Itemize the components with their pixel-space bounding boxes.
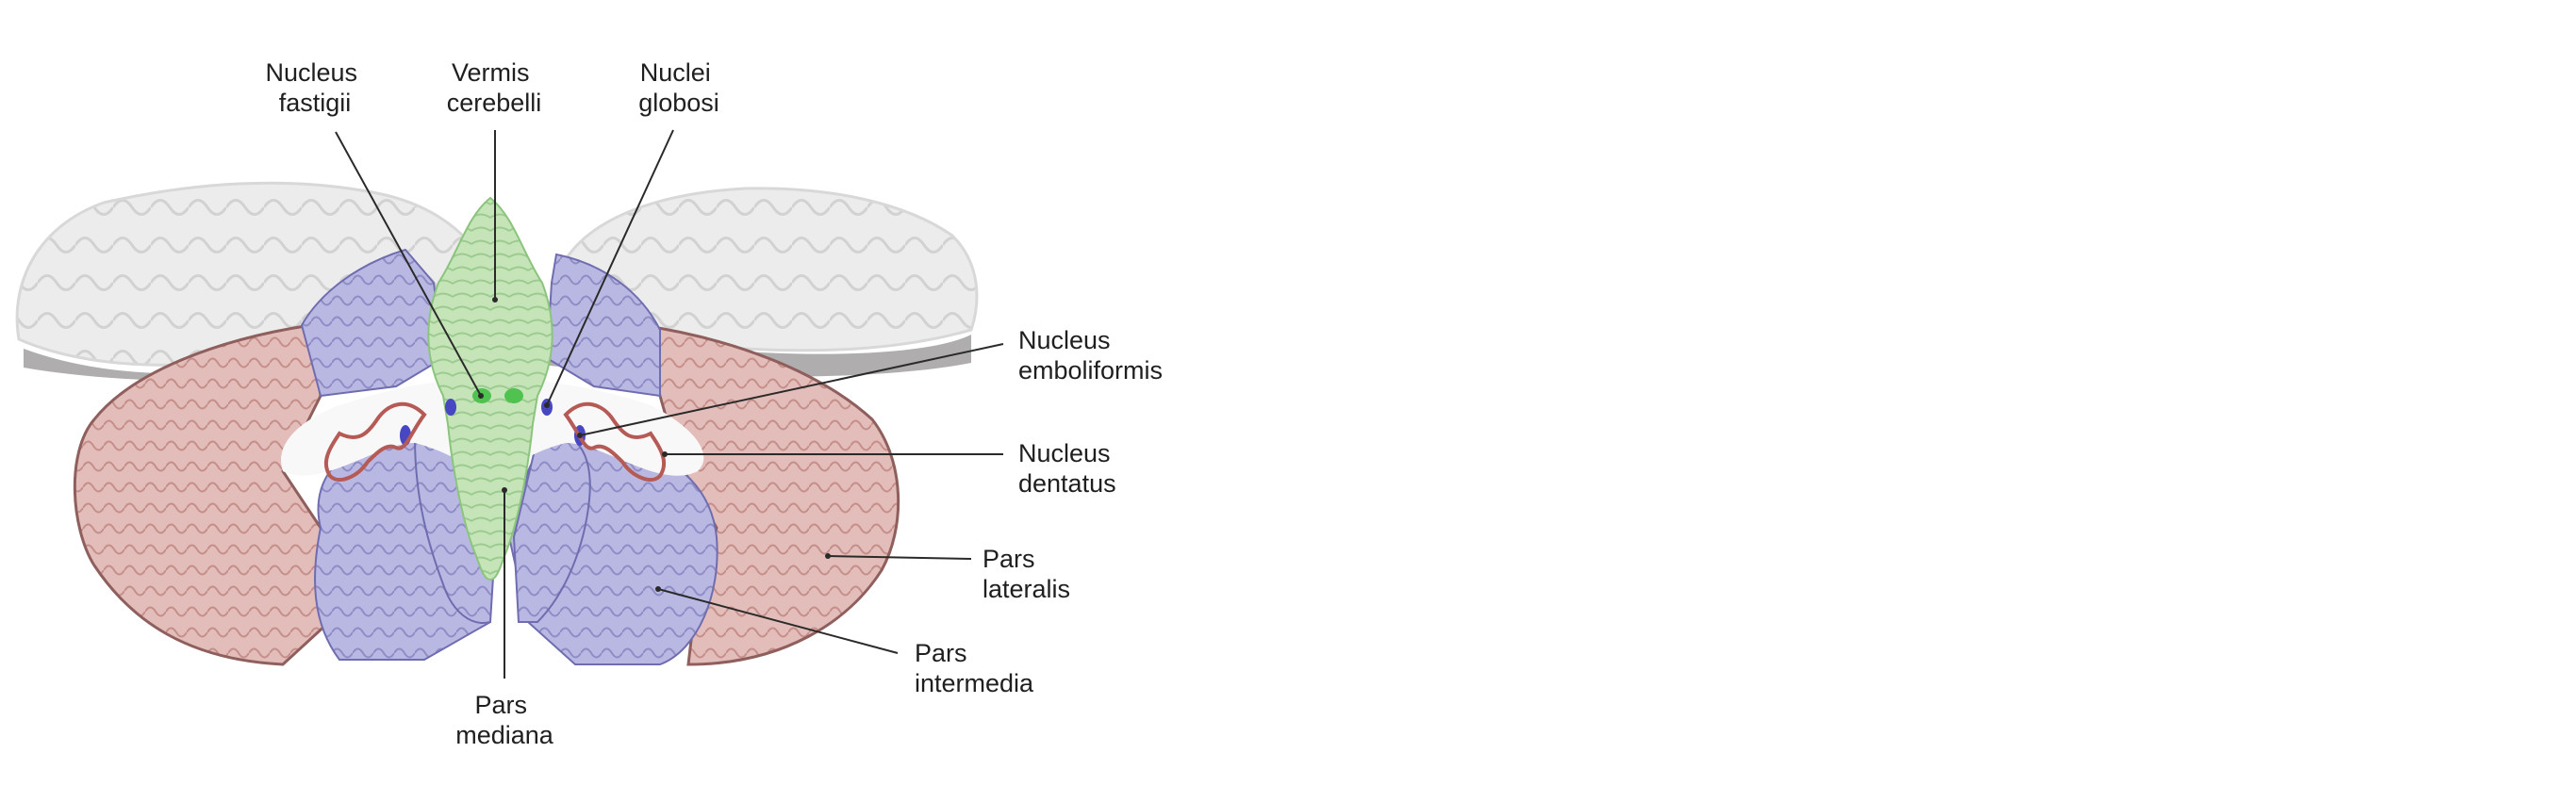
leader-nucleus-emboliformis xyxy=(579,343,1004,436)
nucleus-fastigii-shape-right xyxy=(504,388,523,403)
label-nuclei-globosi: Nuclei globosi xyxy=(638,58,719,117)
labels: Nucleus fastigii Vermis cerebelli Nuclei… xyxy=(265,58,1163,749)
nucleus-dentatus-shape xyxy=(563,401,667,482)
label-pars-mediana: Pars mediana xyxy=(455,691,554,749)
dot-nuclei-globosi xyxy=(544,402,550,408)
leader-nucleus-fastigii xyxy=(335,131,482,397)
label-nucleus-dentatus: Nucleus dentatus xyxy=(1018,439,1117,498)
dot-pars-lateralis xyxy=(825,553,831,559)
dot-nucleus-fastigii xyxy=(478,393,484,399)
dot-nucleus-emboliformis xyxy=(577,433,583,438)
leader-lines xyxy=(335,129,1004,679)
leader-pars-lateralis xyxy=(827,555,972,560)
label-pars-intermedia: Pars intermedia xyxy=(915,639,1034,697)
dot-pars-intermedia xyxy=(655,586,661,592)
nucleus-dentatus-shape-left xyxy=(323,401,427,482)
leader-pars-intermedia xyxy=(657,588,899,654)
nuclei-globosi-shape-left xyxy=(445,399,456,416)
label-nucleus-fastigii: Nucleus fastigii xyxy=(265,58,364,117)
label-pars-lateralis: Pars lateralis xyxy=(983,545,1070,603)
pars-lateralis-left-region xyxy=(73,323,341,666)
vermis-region xyxy=(427,196,553,581)
dot-pars-mediana xyxy=(502,487,507,493)
cerebellum-section xyxy=(73,196,900,666)
pars-intermedia-right-upper xyxy=(545,253,661,398)
label-nucleus-emboliformis: Nucleus emboliformis xyxy=(1018,326,1163,385)
leader-nuclei-globosi xyxy=(546,129,674,406)
label-vermis-cerebelli: Vermis cerebelli xyxy=(447,58,542,117)
dot-vermis-cerebelli xyxy=(492,297,498,303)
dot-nucleus-dentatus xyxy=(662,451,668,457)
